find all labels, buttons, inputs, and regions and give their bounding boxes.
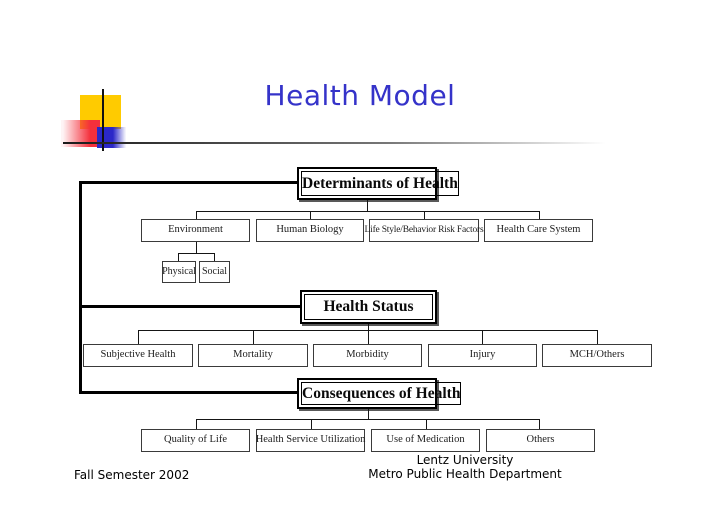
connector-line: [311, 419, 312, 429]
connector-line: [178, 253, 215, 254]
connector-line: [310, 211, 311, 219]
connector-line: [196, 211, 197, 219]
connector-line: [426, 419, 427, 429]
node-environment: Environment: [141, 219, 250, 242]
node-health-status-label: Health Status: [304, 294, 433, 320]
spine-to-consequences-line: [79, 391, 298, 394]
decoration-vertical-line: [102, 89, 104, 151]
connector-line: [368, 409, 369, 419]
footer-institution: Lentz University Metro Public Health Dep…: [330, 453, 600, 481]
node-quality-of-life: Quality of Life: [141, 429, 250, 452]
connector-line: [196, 419, 197, 429]
node-health-status: Health Status: [300, 290, 437, 324]
node-social: Social: [199, 261, 230, 283]
connector-line: [253, 330, 254, 344]
node-mortality: Mortality: [198, 344, 308, 367]
connector-line: [196, 419, 539, 420]
node-consequences-of-health-label: Consequences of Health: [301, 382, 462, 405]
node-physical: Physical: [162, 261, 196, 283]
connector-line: [367, 200, 368, 211]
connector-line: [138, 330, 597, 331]
connector-line: [424, 211, 425, 219]
node-injury: Injury: [428, 344, 537, 367]
spine-to-health-status-line: [79, 305, 301, 308]
spine-to-determinants-line: [79, 181, 298, 184]
connector-line: [196, 211, 539, 212]
node-health-care-system: Health Care System: [484, 219, 593, 242]
connector-line: [214, 253, 215, 261]
connector-line: [368, 330, 369, 344]
node-subjective-health: Subjective Health: [83, 344, 193, 367]
connector-line: [138, 330, 139, 344]
connector-line: [539, 419, 540, 429]
connector-line: [196, 242, 197, 253]
spine-vertical-line: [79, 181, 82, 394]
connector-line: [539, 211, 540, 219]
decoration-horizontal-rule: [63, 142, 653, 144]
node-health-service-utilization: Health Service Utilization: [256, 429, 365, 452]
connector-line: [368, 324, 369, 330]
node-life-style-behavior-risk-factors: Life Style/Behavior Risk Factors: [365, 219, 484, 242]
footer-university: Lentz University: [416, 453, 514, 467]
node-morbidity: Morbidity: [313, 344, 422, 367]
node-others: Others: [486, 429, 595, 452]
node-use-of-medication: Use of Medication: [371, 429, 480, 452]
slide-title: Health Model: [264, 79, 456, 112]
node-determinants-of-health: Determinants of Health: [297, 167, 459, 200]
node-mch-others: MCH/Others: [542, 344, 652, 367]
connector-line: [597, 330, 598, 344]
node-determinants-of-health-label: Determinants of Health: [301, 171, 459, 196]
node-consequences-of-health: Consequences of Health: [297, 378, 462, 409]
footer-semester: Fall Semester 2002: [74, 468, 190, 482]
connector-line: [178, 253, 179, 261]
footer-department: Metro Public Health Department: [368, 467, 562, 481]
node-human-biology: Human Biology: [256, 219, 364, 242]
connector-line: [482, 330, 483, 344]
